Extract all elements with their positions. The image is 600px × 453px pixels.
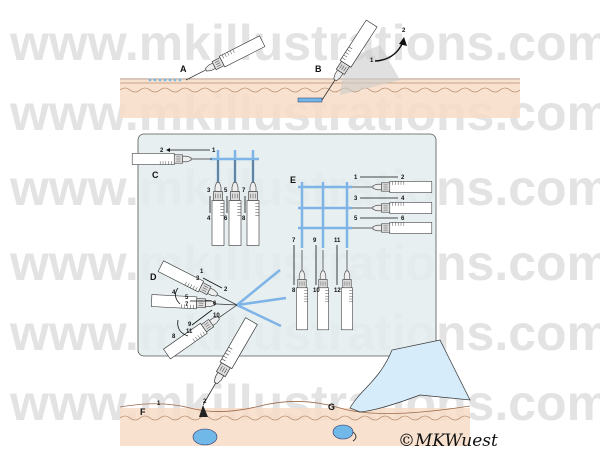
finger-icon — [349, 339, 471, 413]
step-number: 1 — [200, 269, 204, 275]
step-number: 12 — [334, 288, 341, 294]
step-number: www.mkillustrations.com — [9, 15, 600, 71]
panel-d-fan-technique: D 1 2 3 4 5 6 7 8 9 10 11 — [150, 260, 287, 360]
panel-f-injection: F 1 2 — [140, 317, 258, 446]
step-number: 11 — [186, 329, 193, 335]
step-number: 1 — [157, 401, 161, 407]
artist-signature: ©MKWuest — [398, 431, 498, 451]
step-number: 5 — [185, 295, 189, 301]
step-number: 2 — [401, 175, 405, 181]
label-b: B — [315, 64, 322, 74]
step-number: 2 — [160, 148, 164, 154]
step-number: 8 — [172, 334, 176, 340]
step-number: 4 — [207, 216, 211, 222]
step-number: 4 — [401, 196, 405, 202]
step-number: 6 — [401, 216, 405, 222]
label-f: F — [140, 407, 146, 417]
label-c: C — [152, 170, 159, 180]
fluid-bolus — [332, 424, 354, 440]
step-number: 1 — [370, 58, 374, 64]
step-number: 2 — [203, 399, 207, 405]
step-number: 6 — [224, 216, 228, 222]
panel-a-intradermal: A — [148, 35, 266, 86]
step-number: 8 — [242, 216, 246, 222]
step-number: 7 — [185, 302, 189, 308]
step-number: 10 — [213, 313, 220, 319]
step-number: 3 — [354, 196, 358, 202]
step-number: 1 — [212, 148, 216, 154]
curved-arrow-icon — [374, 41, 404, 62]
step-number: 9 — [313, 238, 317, 244]
bleb-dots — [148, 78, 182, 82]
panel-c-grid-technique: C 1 2 3 4 5 6 7 8 — [131, 148, 260, 246]
step-number: 3 — [207, 188, 211, 194]
label-a: A — [180, 64, 187, 74]
step-number: 11 — [334, 238, 341, 244]
step-number: 5 — [224, 188, 228, 194]
step-number: 7 — [292, 238, 296, 244]
step-number: 5 — [354, 216, 358, 222]
step-number: 3 — [196, 276, 200, 282]
skin-cross-section-bottom — [119, 401, 471, 446]
step-number: 8 — [292, 288, 296, 294]
panel-g-massage: G — [328, 339, 471, 442]
step-number: 4 — [172, 290, 176, 296]
injected-fluid — [297, 97, 323, 103]
technique-panel — [137, 133, 437, 357]
label-g: G — [328, 402, 335, 412]
step-number: 9 — [188, 322, 192, 328]
fluid-bolus — [192, 428, 218, 446]
step-number: 6 — [213, 301, 217, 307]
step-number: 10 — [313, 288, 320, 294]
label-d: D — [150, 272, 157, 282]
step-number: 2 — [402, 28, 406, 34]
step-number: 7 — [242, 188, 246, 194]
step-number: 2 — [224, 287, 228, 293]
label-e: E — [290, 175, 296, 185]
panel-b-subcutaneous: B 1 2 — [297, 19, 407, 104]
step-number: 1 — [354, 175, 358, 181]
